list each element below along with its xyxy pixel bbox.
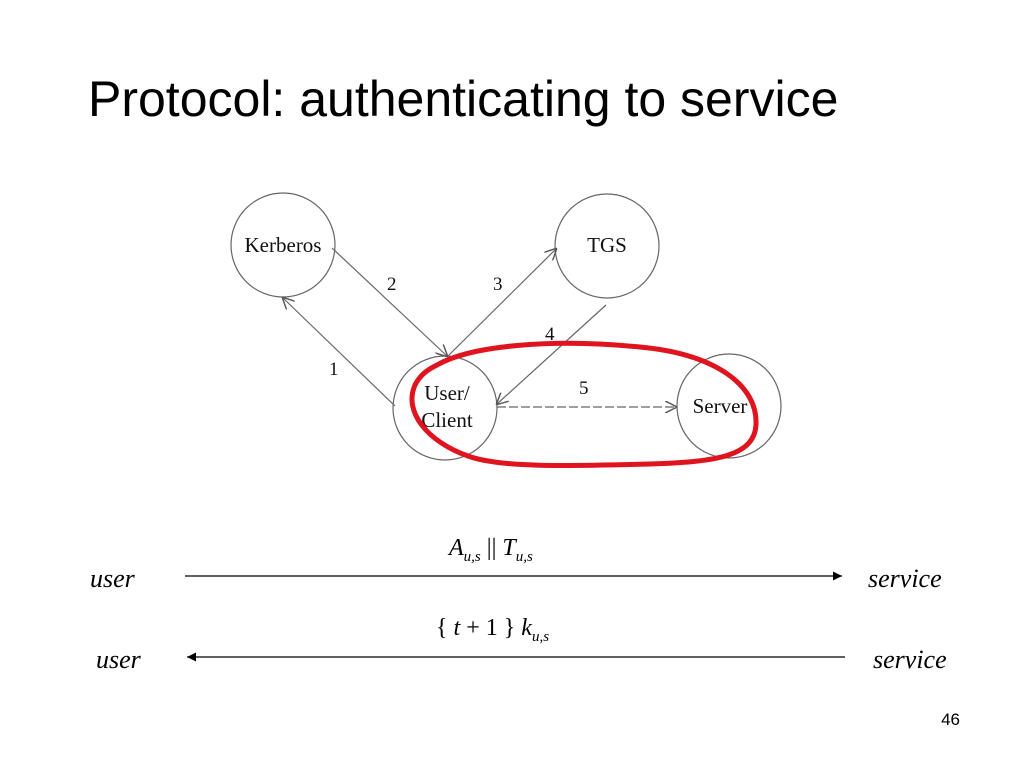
edge-4-arrow (497, 304, 607, 404)
plus-one: + 1 (466, 615, 498, 641)
kerberos-label: Kerberos (245, 233, 322, 257)
reply-sender-service: service (873, 645, 947, 674)
client-label-line2: Client (421, 408, 472, 432)
forward-receiver-service: service (868, 564, 942, 593)
tgs-node (554, 193, 660, 299)
tgs-label: TGS (587, 233, 627, 257)
highlight-ellipse (409, 340, 759, 469)
timestamp-symbol: t (453, 615, 461, 641)
reply-message-label: { t + 1 } ku,s (436, 616, 549, 645)
page-number: 46 (941, 710, 960, 729)
edge-label-3: 3 (493, 274, 503, 295)
forward-message-label: Au,s || Tu,s (449, 536, 533, 565)
ticket-symbol: T (502, 535, 516, 561)
edge-label-1: 1 (329, 359, 339, 380)
reply-receiver-user: user (96, 645, 141, 674)
edge-label-2: 2 (387, 274, 397, 295)
forward-sender-user: user (90, 564, 135, 593)
authenticator-symbol: A (449, 535, 464, 561)
edge-label-5: 5 (579, 378, 589, 399)
open-brace: { (436, 615, 448, 641)
edge-label-4: 4 (545, 324, 555, 345)
ticket-subscript: u,s (515, 549, 533, 565)
edge-2-arrow (331, 247, 447, 356)
close-brace: } (503, 615, 516, 641)
authenticator-subscript: u,s (463, 549, 481, 565)
session-key-symbol: k (521, 615, 532, 641)
concat-operator: || (486, 535, 497, 561)
client-label-line1: User/ (424, 381, 470, 405)
server-label: Server (693, 394, 748, 418)
edge-3-arrow (447, 249, 556, 357)
session-key-subscript: u,s (531, 629, 550, 645)
edge-1-arrow (283, 298, 396, 407)
slide-title: Protocol: authenticating to service (88, 71, 839, 127)
